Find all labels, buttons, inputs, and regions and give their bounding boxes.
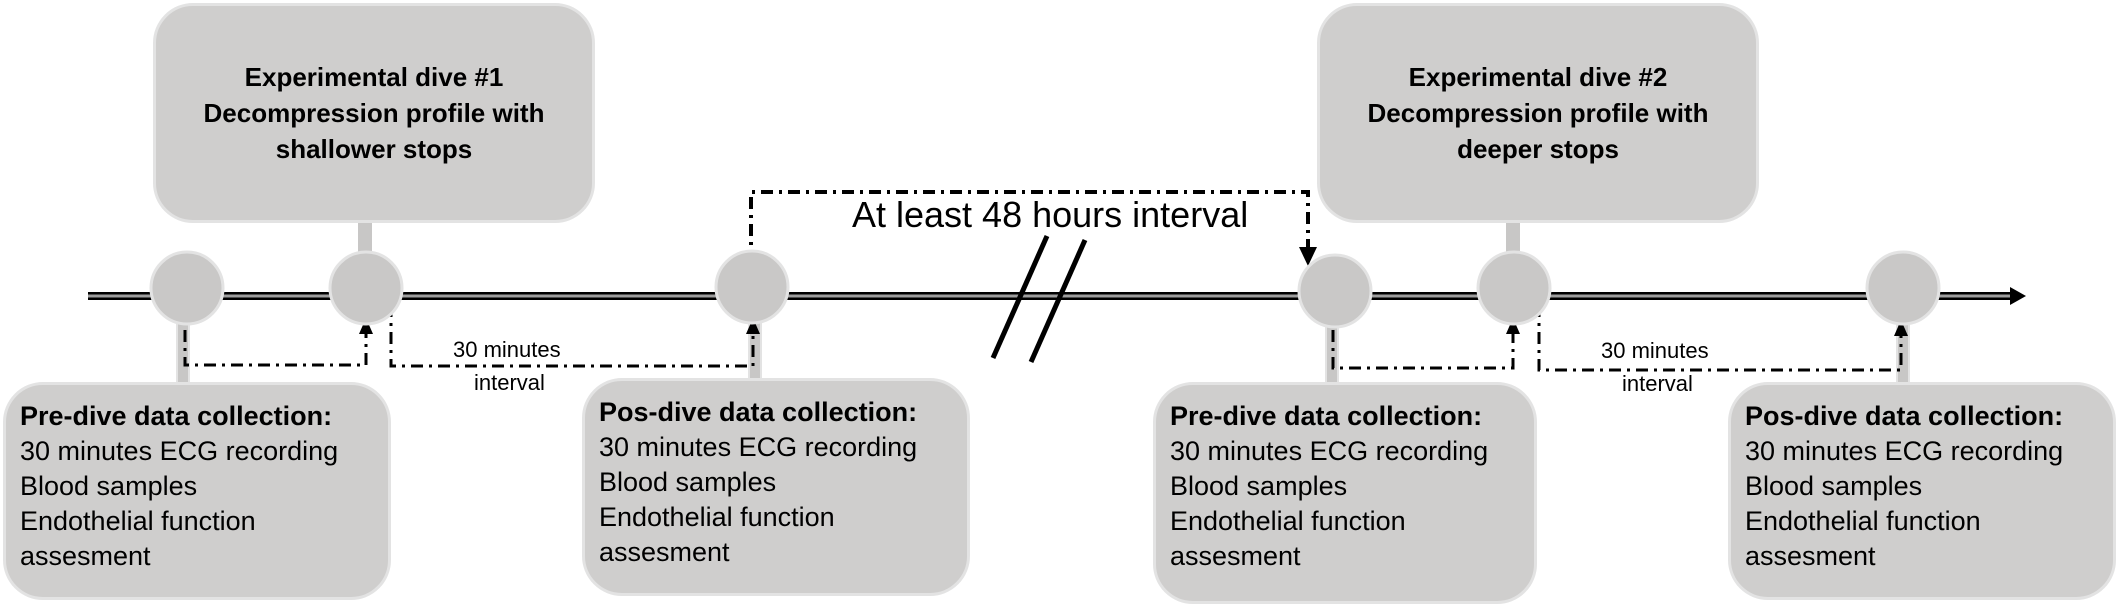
data-box-item: 30 minutes ECG recording [1170, 436, 1489, 466]
pos-dive-data-box-1: Pos-dive data collection: 30 minutes ECG… [582, 378, 970, 596]
data-box-item: Blood samples [599, 467, 777, 497]
node-dive-2 [1476, 250, 1552, 326]
timeline-break [990, 234, 1088, 364]
experimental-dive-2-box: Experimental dive #2 Decompression profi… [1317, 3, 1759, 223]
dive2-line2: Decompression profile with [1367, 98, 1709, 128]
pre-dive-data-box-1: Pre-dive data collection: 30 minutes ECG… [3, 382, 391, 600]
node-pre-dive-2 [1297, 253, 1373, 329]
data-box-item: Endothelial function [1170, 506, 1406, 536]
dive1-line3: shallower stops [275, 134, 473, 164]
data-box-title: Pos-dive data collection: [599, 397, 918, 427]
arrow-pre1-to-dive1 [183, 330, 368, 367]
data-box-title: Pre-dive data collection: [1170, 401, 1483, 431]
node-dive-1 [328, 250, 404, 326]
arrowhead-dive2 [1506, 318, 1520, 334]
data-box-item: assesment [20, 541, 151, 571]
interval-label-1-line1: 30 minutes [453, 337, 561, 362]
timeline-axis [88, 287, 2026, 305]
data-box-title: Pre-dive data collection: [20, 401, 333, 431]
interval-label-2-line1: 30 minutes [1601, 338, 1709, 363]
timeline-nodes [149, 249, 1941, 329]
data-box-item: 30 minutes ECG recording [1745, 436, 2064, 466]
pos-dive-data-box-2: Pos-dive data collection: 30 minutes ECG… [1728, 382, 2116, 600]
dive1-line1: Experimental dive #1 [244, 62, 504, 92]
arrowhead-pos2 [1894, 320, 1908, 336]
experimental-dive-1-box: Experimental dive #1 Decompression profi… [153, 3, 595, 223]
data-box-item: Endothelial function [1745, 506, 1981, 536]
arrowhead-dive1 [359, 318, 373, 334]
arrow-dive2-to-pos2 [1537, 305, 1903, 372]
dive1-line2: Decompression profile with [203, 98, 545, 128]
dive2-line1: Experimental dive #2 [1408, 62, 1668, 92]
dive2-line3: deeper stops [1457, 134, 1619, 164]
node-pos-dive-2 [1865, 250, 1941, 326]
node-pos-dive-1 [714, 249, 790, 325]
data-box-title: Pos-dive data collection: [1745, 401, 2064, 431]
data-box-item: assesment [1170, 541, 1301, 571]
arrowhead-pos1 [746, 318, 760, 334]
data-box-item: Endothelial function [20, 506, 256, 536]
data-box-item: Blood samples [1170, 471, 1348, 501]
data-box-item: 30 minutes ECG recording [599, 432, 918, 462]
arrow-pre2-to-dive2 [1331, 330, 1515, 370]
data-box-item: assesment [1745, 541, 1876, 571]
node-pre-dive-1 [149, 250, 225, 326]
interval-label-1-line2: interval [474, 370, 545, 395]
data-box-item: Blood samples [1745, 471, 1923, 501]
gap-interval-label: At least 48 hours interval [852, 194, 1249, 235]
data-box-item: assesment [599, 537, 730, 567]
pre-dive-data-box-2: Pre-dive data collection: 30 minutes ECG… [1153, 382, 1537, 604]
arrow-48h-gap [749, 190, 1310, 263]
dashdot-connectors [183, 190, 1903, 372]
interval-label-2-line2: interval [1622, 371, 1693, 396]
data-box-item: Endothelial function [599, 502, 835, 532]
arrowheads [359, 247, 1908, 336]
arrowhead-pre2 [1299, 247, 1317, 266]
timeline-arrowhead [2010, 287, 2026, 305]
data-box-item: Blood samples [20, 471, 198, 501]
arrow-dive1-to-pos1 [389, 305, 755, 368]
data-box-item: 30 minutes ECG recording [20, 436, 339, 466]
